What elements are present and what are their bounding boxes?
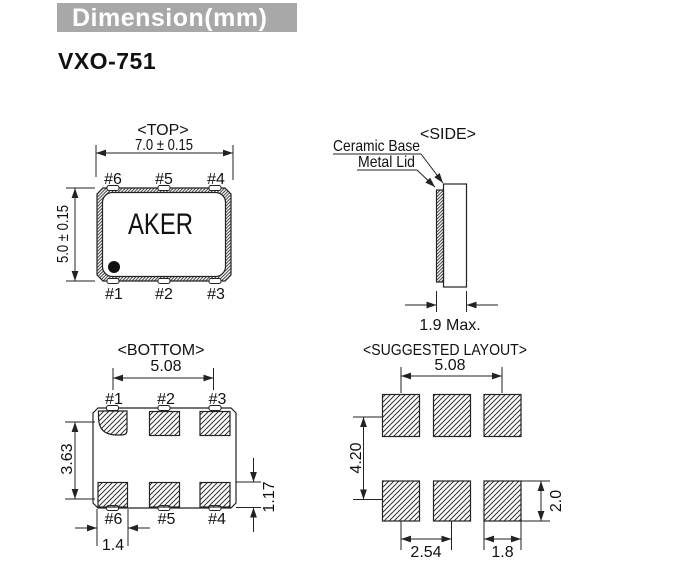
pad-5 (148, 481, 181, 508)
top-view-title: <TOP> (137, 122, 188, 139)
layout-pad-height-text: 2.0 (548, 490, 565, 512)
pin1-indicator-dot (108, 261, 120, 273)
bottom-view: <BOTTOM> 5.08 #1 #2 #3 (59, 342, 278, 554)
pad-2 (148, 410, 181, 437)
layout-pad-bottom-center (432, 480, 472, 522)
bottom-pad-span-dimension: 5.08 (112, 358, 214, 390)
layout-pad-bottom-right (483, 480, 522, 522)
top-pin-label-3: #3 (207, 286, 225, 303)
layout-view: <SUGGESTED LAYOUT> 5.08 4.20 (348, 342, 565, 561)
top-width-dim-text: 7.0 ± 0.15 (135, 137, 193, 154)
metal-lid-label: Metal Lid (358, 154, 415, 171)
layout-pad-top-center (432, 393, 472, 438)
side-package-body (435, 183, 468, 288)
layout-pad-top-right (483, 393, 522, 438)
bottom-package-body (92, 405, 237, 511)
bottom-pad-span-text: 5.08 (150, 358, 181, 375)
layout-pad-span-dimension: 5.08 (400, 357, 503, 393)
layout-view-title: <SUGGESTED LAYOUT> (363, 342, 527, 359)
top-pin-label-2: #2 (155, 286, 173, 303)
top-pin-label-5: #5 (155, 171, 173, 188)
bottom-view-title: <BOTTOM> (118, 342, 205, 359)
section-header-bar: Dimension(mm) (57, 3, 297, 32)
top-width-dimension: 7.0 ± 0.15 (95, 137, 234, 180)
layout-pad-span-text: 5.08 (434, 357, 465, 374)
top-view: <TOP> 7.0 ± 0.15 #6 #5 #4 (55, 122, 234, 303)
bottom-pin-label-1: #1 (105, 391, 123, 408)
side-thickness-dimension: 1.9 Max. (405, 291, 498, 334)
layout-pad-width-text: 1.8 (491, 544, 513, 561)
section-title: Dimension(mm) (72, 4, 268, 32)
brand-marking: AKER (128, 208, 193, 241)
bottom-row-span-dimension: 3.63 (59, 421, 95, 500)
bottom-row-span-text: 3.63 (59, 443, 76, 474)
bottom-pin-label-6: #6 (105, 511, 123, 528)
ceramic-base-label: Ceramic Base (333, 138, 420, 155)
bottom-pad-width-text: 1.4 (102, 537, 124, 554)
metal-lid-callout: Metal Lid (357, 154, 436, 188)
top-height-dim-text: 5.0 ± 0.15 (55, 205, 72, 263)
metal-lid-shape (435, 189, 445, 283)
bottom-pin-label-5: #5 (158, 511, 176, 528)
top-pin-label-4: #4 (207, 171, 225, 188)
bottom-pin-label-2: #2 (157, 391, 175, 408)
top-height-dimension: 5.0 ± 0.15 (55, 187, 95, 282)
pad-6 (97, 481, 129, 508)
bottom-pad-height-dimension: 1.17 (236, 458, 278, 532)
top-pin-label-6: #6 (104, 171, 122, 188)
bottom-pin-label-4: #4 (208, 511, 226, 528)
layout-pads (381, 393, 522, 522)
pad-1 (97, 410, 128, 436)
pad-3 (199, 410, 231, 437)
top-castellations (106, 185, 222, 284)
ceramic-base-callout: Ceramic Base (333, 138, 444, 184)
layout-pad-pitch-text: 2.54 (410, 544, 441, 561)
layout-pad-height-dimension: 2.0 (521, 480, 565, 522)
layout-pad-bottom-left (381, 480, 421, 522)
model-name: VXO-751 (58, 48, 157, 74)
layout-row-span-dimension: 4.20 (348, 416, 382, 500)
bottom-pad-width-dimension: 1.4 (75, 509, 150, 554)
side-view: <SIDE> Ceramic Base Metal Lid 1.9 (333, 126, 498, 334)
layout-row-span-text: 4.20 (348, 442, 365, 473)
top-pin-label-1: #1 (105, 286, 123, 303)
layout-pad-top-left (381, 393, 421, 438)
side-thickness-dim-text: 1.9 Max. (419, 317, 480, 334)
layout-pad-pitch-dimension: 2.54 (400, 521, 452, 561)
layout-pad-width-dimension: 1.8 (483, 521, 522, 561)
side-view-title: <SIDE> (420, 126, 476, 143)
ceramic-base-shape (442, 183, 468, 288)
bottom-pin-label-3: #3 (209, 391, 227, 408)
bottom-pad-height-text: 1.17 (261, 481, 278, 512)
top-package-body: AKER (96, 185, 232, 284)
pad-4 (199, 481, 231, 508)
